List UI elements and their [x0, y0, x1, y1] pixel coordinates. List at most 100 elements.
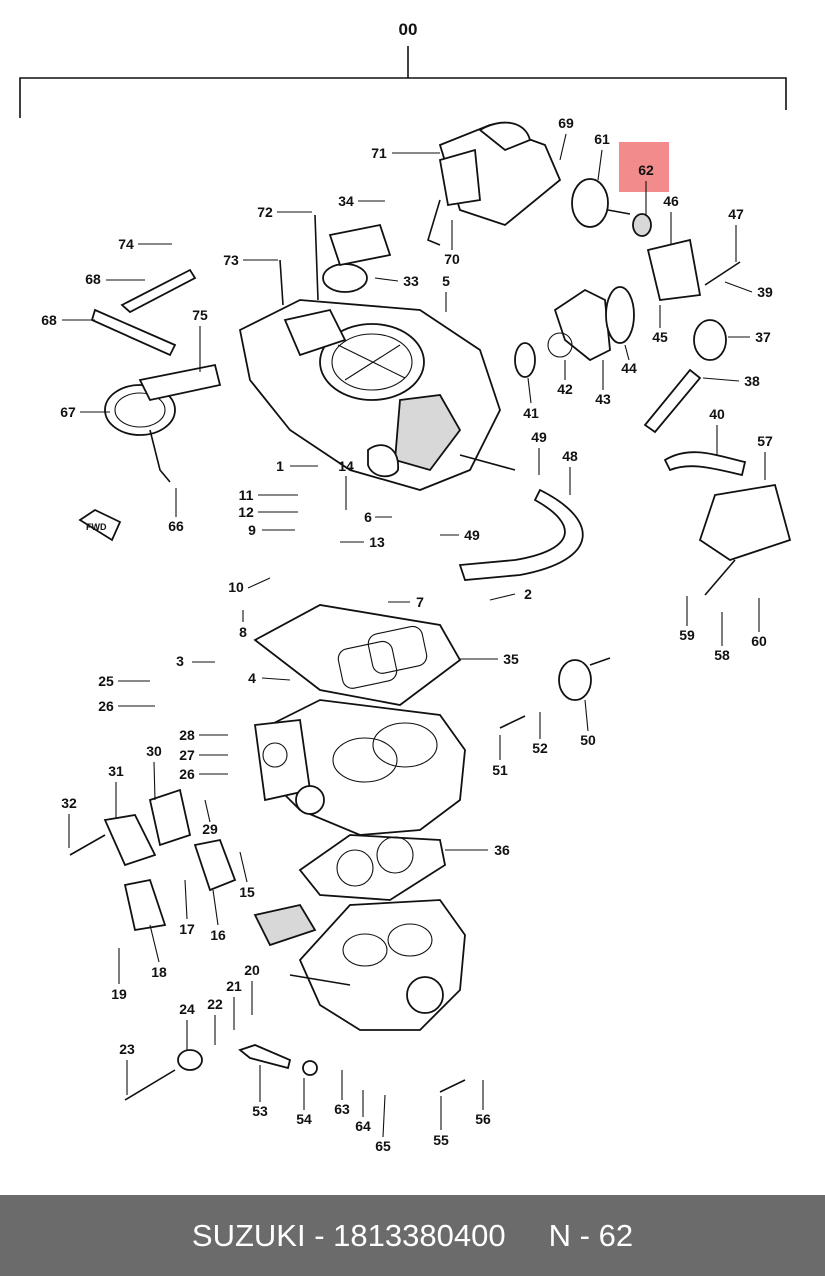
part-label-3: 3: [176, 653, 184, 669]
part-label-39: 39: [757, 284, 773, 300]
part-label-14: 14: [338, 458, 354, 474]
part-label-7: 7: [416, 594, 424, 610]
leader-line: [261, 677, 291, 681]
plate-33: [322, 263, 368, 293]
part-label-43: 43: [595, 391, 611, 407]
part-label-35: 35: [503, 651, 519, 667]
part-label-28: 28: [179, 727, 195, 743]
leader-line: [702, 377, 740, 382]
part-label-12: 12: [238, 504, 254, 520]
part-label-36: 36: [494, 842, 510, 858]
part-label-59: 59: [679, 627, 695, 643]
valve-57: [698, 483, 792, 561]
leader-line: [597, 149, 603, 181]
footer-gap: [506, 1218, 549, 1254]
exploded-parts-diagram: FWD 00 1 2 3 4 5 6 7 8 9 10 11 12 13 14 …: [19, 20, 792, 1154]
bracket-68-upper: [120, 268, 197, 314]
part-label-72: 72: [257, 204, 273, 220]
part-label-33: 33: [403, 273, 419, 289]
hose-48: [458, 488, 584, 581]
part-label-1: 1: [276, 458, 284, 474]
leader-line: [204, 799, 211, 823]
leader-line: [559, 133, 567, 161]
cover-31: [103, 814, 157, 867]
part-label-34: 34: [338, 193, 354, 209]
part-54: [302, 1060, 318, 1076]
part-label-22: 22: [207, 996, 223, 1012]
part-label-2: 2: [524, 586, 532, 602]
leader-line: [374, 277, 399, 282]
part-label-23: 23: [119, 1041, 135, 1057]
bracket-46: [646, 238, 702, 301]
cover-30: [148, 788, 192, 847]
part-label-71: 71: [371, 145, 387, 161]
carburetor-body: [253, 699, 466, 836]
bolt-53: [238, 1044, 292, 1070]
part-label-44: 44: [621, 360, 637, 376]
part-label-74: 74: [118, 236, 134, 252]
leader-line: [489, 593, 516, 601]
hose-40: [663, 451, 747, 477]
part-label-19: 19: [111, 986, 127, 1002]
part-label-61: 61: [594, 131, 610, 147]
cover-16: [193, 838, 237, 892]
part-label-16: 16: [210, 927, 226, 943]
footer-brand: SUZUKI: [191, 1217, 306, 1253]
lever-18: [123, 878, 167, 932]
part-label-48: 48: [562, 448, 578, 464]
part-label-9: 9: [248, 522, 256, 538]
part-label-53: 53: [252, 1103, 268, 1119]
hose-38: [643, 368, 702, 434]
carburetor-top-cover: [238, 299, 516, 491]
part-label-24: 24: [179, 1001, 195, 1017]
leader-line: [584, 699, 589, 732]
part-labels: 00 1 2 3 4 5 6 7 8 9 10 11 12 13 14 15 1…: [41, 20, 773, 1154]
part-label-70: 70: [444, 251, 460, 267]
part-label-18: 18: [151, 964, 167, 980]
part-label-13: 13: [369, 534, 385, 550]
highlight-box: [619, 142, 669, 192]
part-label-27: 27: [179, 747, 195, 763]
part-label-31: 31: [108, 763, 124, 779]
part-label-25: 25: [98, 673, 114, 689]
gasket-36: [298, 834, 447, 901]
part-number-footer: SUZUKI - 1813380400 N - 62: [0, 1195, 825, 1276]
part-label-49-lower: 49: [464, 527, 480, 543]
part-label-30: 30: [146, 743, 162, 759]
part-label-50: 50: [580, 732, 596, 748]
part-label-15: 15: [239, 884, 255, 900]
leader-line: [212, 889, 219, 926]
part-label-37: 37: [755, 329, 771, 345]
part-label-63: 63: [334, 1101, 350, 1117]
part-label-68-upper: 68: [85, 271, 101, 287]
footer-page-ref: N - 62: [548, 1217, 634, 1253]
cover-34: [328, 223, 392, 267]
part-label-29: 29: [202, 821, 218, 837]
part-label-45: 45: [652, 329, 668, 345]
part-label-52: 52: [532, 740, 548, 756]
part-label-75: 75: [192, 307, 208, 323]
bracket-68-lower: [90, 308, 177, 357]
part-label-54: 54: [296, 1111, 312, 1127]
part-label-11: 11: [239, 487, 254, 503]
leader-line: [184, 879, 188, 920]
assembly-label: 00: [399, 20, 418, 39]
leader-line: [724, 281, 753, 293]
part-label-58: 58: [714, 647, 730, 663]
part-label-67: 67: [60, 404, 76, 420]
leader-line: [382, 1094, 386, 1138]
part-label-62: 62: [638, 162, 654, 178]
part-label-21: 21: [226, 978, 242, 994]
part-label-51: 51: [492, 762, 508, 778]
part-label-68-lower: 68: [41, 312, 57, 328]
gasket-35: [253, 604, 462, 706]
part-label-32: 32: [61, 795, 77, 811]
footer-part-number: 1813380400: [333, 1217, 506, 1253]
screw-51: [499, 715, 526, 729]
screw-55: [439, 1079, 466, 1093]
leader-lines: [62, 133, 766, 1138]
screw-32: [69, 834, 106, 856]
part-label-55: 55: [433, 1132, 449, 1148]
part-label-65: 65: [375, 1138, 391, 1154]
part-label-73: 73: [223, 252, 239, 268]
